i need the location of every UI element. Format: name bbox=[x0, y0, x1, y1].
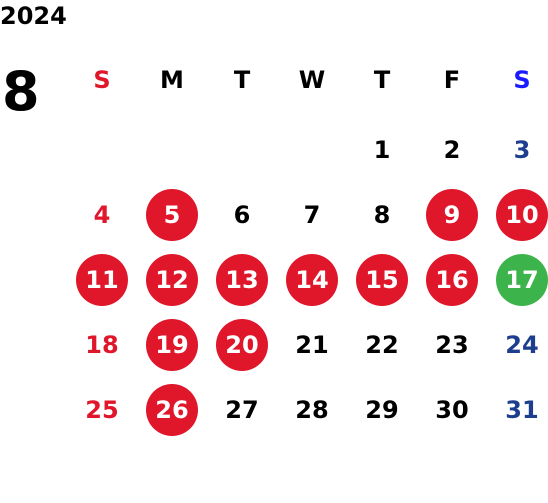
day-cell-30[interactable]: 30 bbox=[435, 396, 469, 424]
day-cell-5[interactable]: 5 bbox=[146, 189, 198, 241]
day-cell-6[interactable]: 6 bbox=[233, 201, 251, 229]
day-cell-13[interactable]: 13 bbox=[216, 254, 268, 306]
day-cell-9[interactable]: 9 bbox=[426, 189, 478, 241]
weekday-sun: S bbox=[93, 66, 111, 94]
day-cell-11[interactable]: 11 bbox=[76, 254, 128, 306]
year-label: 2024 bbox=[0, 2, 67, 30]
day-cell-28[interactable]: 28 bbox=[295, 396, 329, 424]
day-cell-18[interactable]: 18 bbox=[85, 331, 119, 359]
day-cell-10[interactable]: 10 bbox=[496, 189, 548, 241]
day-cell-21[interactable]: 21 bbox=[295, 331, 329, 359]
day-cell-8[interactable]: 8 bbox=[373, 201, 391, 229]
day-cell-12[interactable]: 12 bbox=[146, 254, 198, 306]
weekday-thu: T bbox=[373, 66, 391, 94]
day-cell-24[interactable]: 24 bbox=[505, 331, 539, 359]
day-cell-31[interactable]: 31 bbox=[505, 396, 539, 424]
day-cell-14[interactable]: 14 bbox=[286, 254, 338, 306]
day-cell-7[interactable]: 7 bbox=[303, 201, 321, 229]
day-cell-25[interactable]: 25 bbox=[85, 396, 119, 424]
day-cell-20[interactable]: 20 bbox=[216, 319, 268, 371]
day-cell-2[interactable]: 2 bbox=[443, 136, 461, 164]
weekday-tue: T bbox=[233, 66, 251, 94]
day-cell-15[interactable]: 15 bbox=[356, 254, 408, 306]
day-cell-1[interactable]: 1 bbox=[373, 136, 391, 164]
weekday-fri: F bbox=[443, 66, 461, 94]
weekday-sat: S bbox=[513, 66, 531, 94]
day-cell-26[interactable]: 26 bbox=[146, 384, 198, 436]
weekday-wed: W bbox=[298, 66, 326, 94]
day-cell-27[interactable]: 27 bbox=[225, 396, 259, 424]
day-cell-22[interactable]: 22 bbox=[365, 331, 399, 359]
day-cell-29[interactable]: 29 bbox=[365, 396, 399, 424]
weekday-mon: M bbox=[160, 66, 184, 94]
day-cell-3[interactable]: 3 bbox=[513, 136, 531, 164]
day-cell-19[interactable]: 19 bbox=[146, 319, 198, 371]
day-cell-17[interactable]: 17 bbox=[496, 254, 548, 306]
day-cell-4[interactable]: 4 bbox=[93, 201, 111, 229]
day-cell-23[interactable]: 23 bbox=[435, 331, 469, 359]
day-cell-16[interactable]: 16 bbox=[426, 254, 478, 306]
month-number: 8 bbox=[2, 60, 40, 123]
